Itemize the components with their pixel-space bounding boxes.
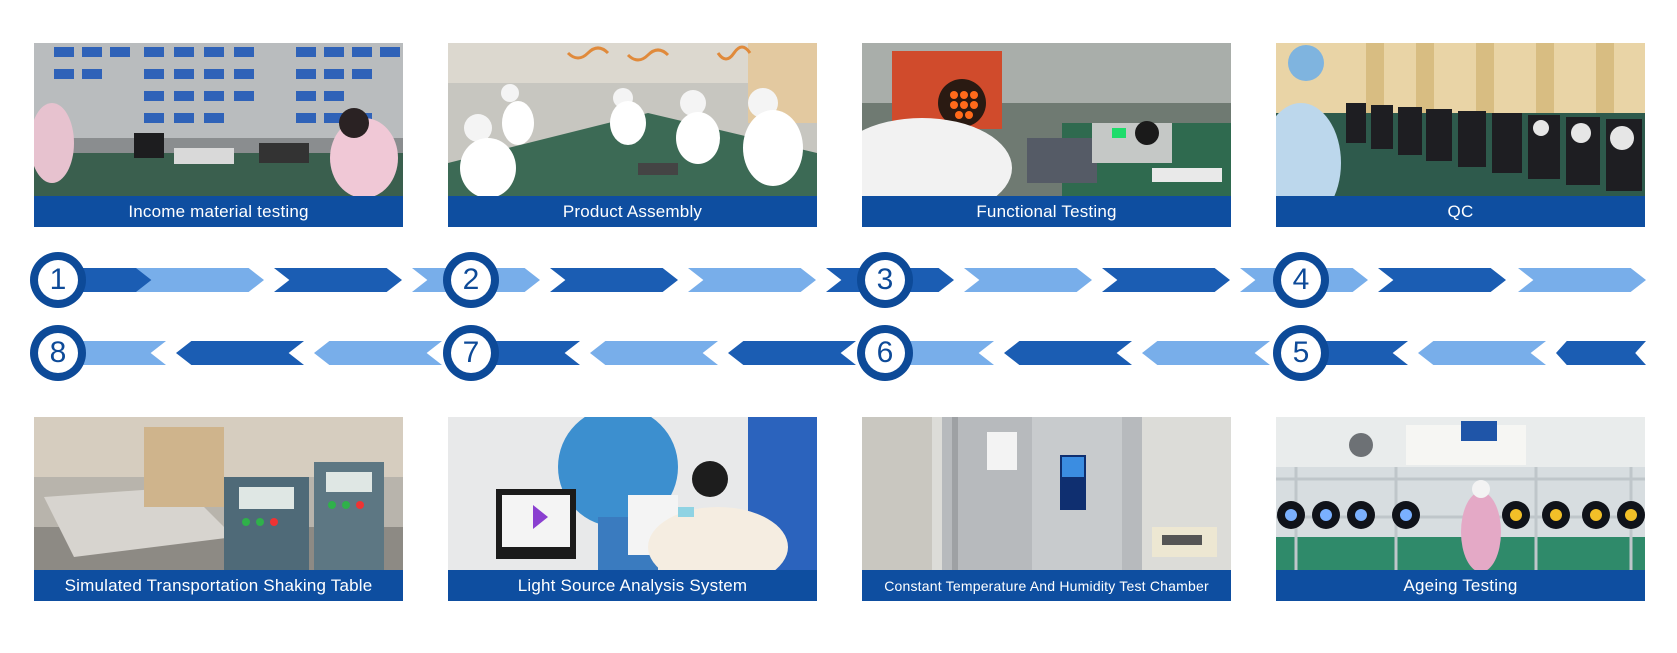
- card-shaking-table: Simulated Transportation Shaking Table: [34, 417, 403, 601]
- process-row-bottom: 8 7 6 5: [0, 323, 1677, 383]
- arrow-chevron: [274, 268, 402, 292]
- caption-income-material-testing: Income material testing: [34, 196, 403, 227]
- arrow-chevron: [314, 341, 442, 365]
- step-number: 2: [451, 260, 491, 300]
- caption-light-source-analysis: Light Source Analysis System: [448, 570, 817, 601]
- card-income-material-testing: Income material testing: [34, 43, 403, 227]
- arrow-chevron: [136, 268, 264, 292]
- photo-light-source-analysis: [448, 417, 817, 570]
- arrow-chevron: [176, 341, 304, 365]
- photo-qc: [1276, 43, 1645, 196]
- photo-product-assembly: [448, 43, 817, 196]
- step-number: 8: [38, 333, 78, 373]
- photo-ageing-testing: [1276, 417, 1645, 570]
- step-number: 4: [1281, 260, 1321, 300]
- arrow-chevron: [688, 268, 816, 292]
- step-number: 3: [865, 260, 905, 300]
- card-functional-testing: Functional Testing: [862, 43, 1231, 227]
- arrow-chevron: [590, 341, 718, 365]
- process-row-top: 1 2 3 4: [0, 250, 1677, 310]
- caption-ageing-testing: Ageing Testing: [1276, 570, 1645, 601]
- arrow-chevron: [1518, 268, 1646, 292]
- card-ageing-testing: Ageing Testing: [1276, 417, 1645, 601]
- step-badge-4: 4: [1273, 252, 1329, 308]
- arrow-chevron: [964, 268, 1092, 292]
- arrow-chevron: [1378, 268, 1506, 292]
- arrow-chevron: [550, 268, 678, 292]
- step-badge-5: 5: [1273, 325, 1329, 381]
- arrow-chevron: [1142, 341, 1270, 365]
- step-badge-1: 1: [30, 252, 86, 308]
- photo-income-material-testing: [34, 43, 403, 196]
- step-badge-8: 8: [30, 325, 86, 381]
- caption-shaking-table: Simulated Transportation Shaking Table: [34, 570, 403, 601]
- caption-temperature-humidity-chamber: Constant Temperature And Humidity Test C…: [862, 570, 1231, 601]
- step-badge-2: 2: [443, 252, 499, 308]
- arrow-chevron: [1102, 268, 1230, 292]
- arrow-chevron: [1004, 341, 1132, 365]
- card-light-source-analysis: Light Source Analysis System: [448, 417, 817, 601]
- step-number: 5: [1281, 333, 1321, 373]
- caption-functional-testing: Functional Testing: [862, 196, 1231, 227]
- card-product-assembly: Product Assembly: [448, 43, 817, 227]
- card-qc: QC: [1276, 43, 1645, 227]
- step-number: 7: [451, 333, 491, 373]
- step-badge-7: 7: [443, 325, 499, 381]
- photo-functional-testing: [862, 43, 1231, 196]
- step-badge-6: 6: [857, 325, 913, 381]
- caption-product-assembly: Product Assembly: [448, 196, 817, 227]
- arrow-chevron: [1418, 341, 1546, 365]
- arrow-chevron: [728, 341, 856, 365]
- photo-shaking-table: [34, 417, 403, 570]
- step-number: 1: [38, 260, 78, 300]
- arrow-chevron: [1556, 341, 1646, 365]
- step-number: 6: [865, 333, 905, 373]
- photo-temperature-humidity-chamber: [862, 417, 1231, 570]
- step-badge-3: 3: [857, 252, 913, 308]
- caption-qc: QC: [1276, 196, 1645, 227]
- card-temperature-humidity-chamber: Constant Temperature And Humidity Test C…: [862, 417, 1231, 601]
